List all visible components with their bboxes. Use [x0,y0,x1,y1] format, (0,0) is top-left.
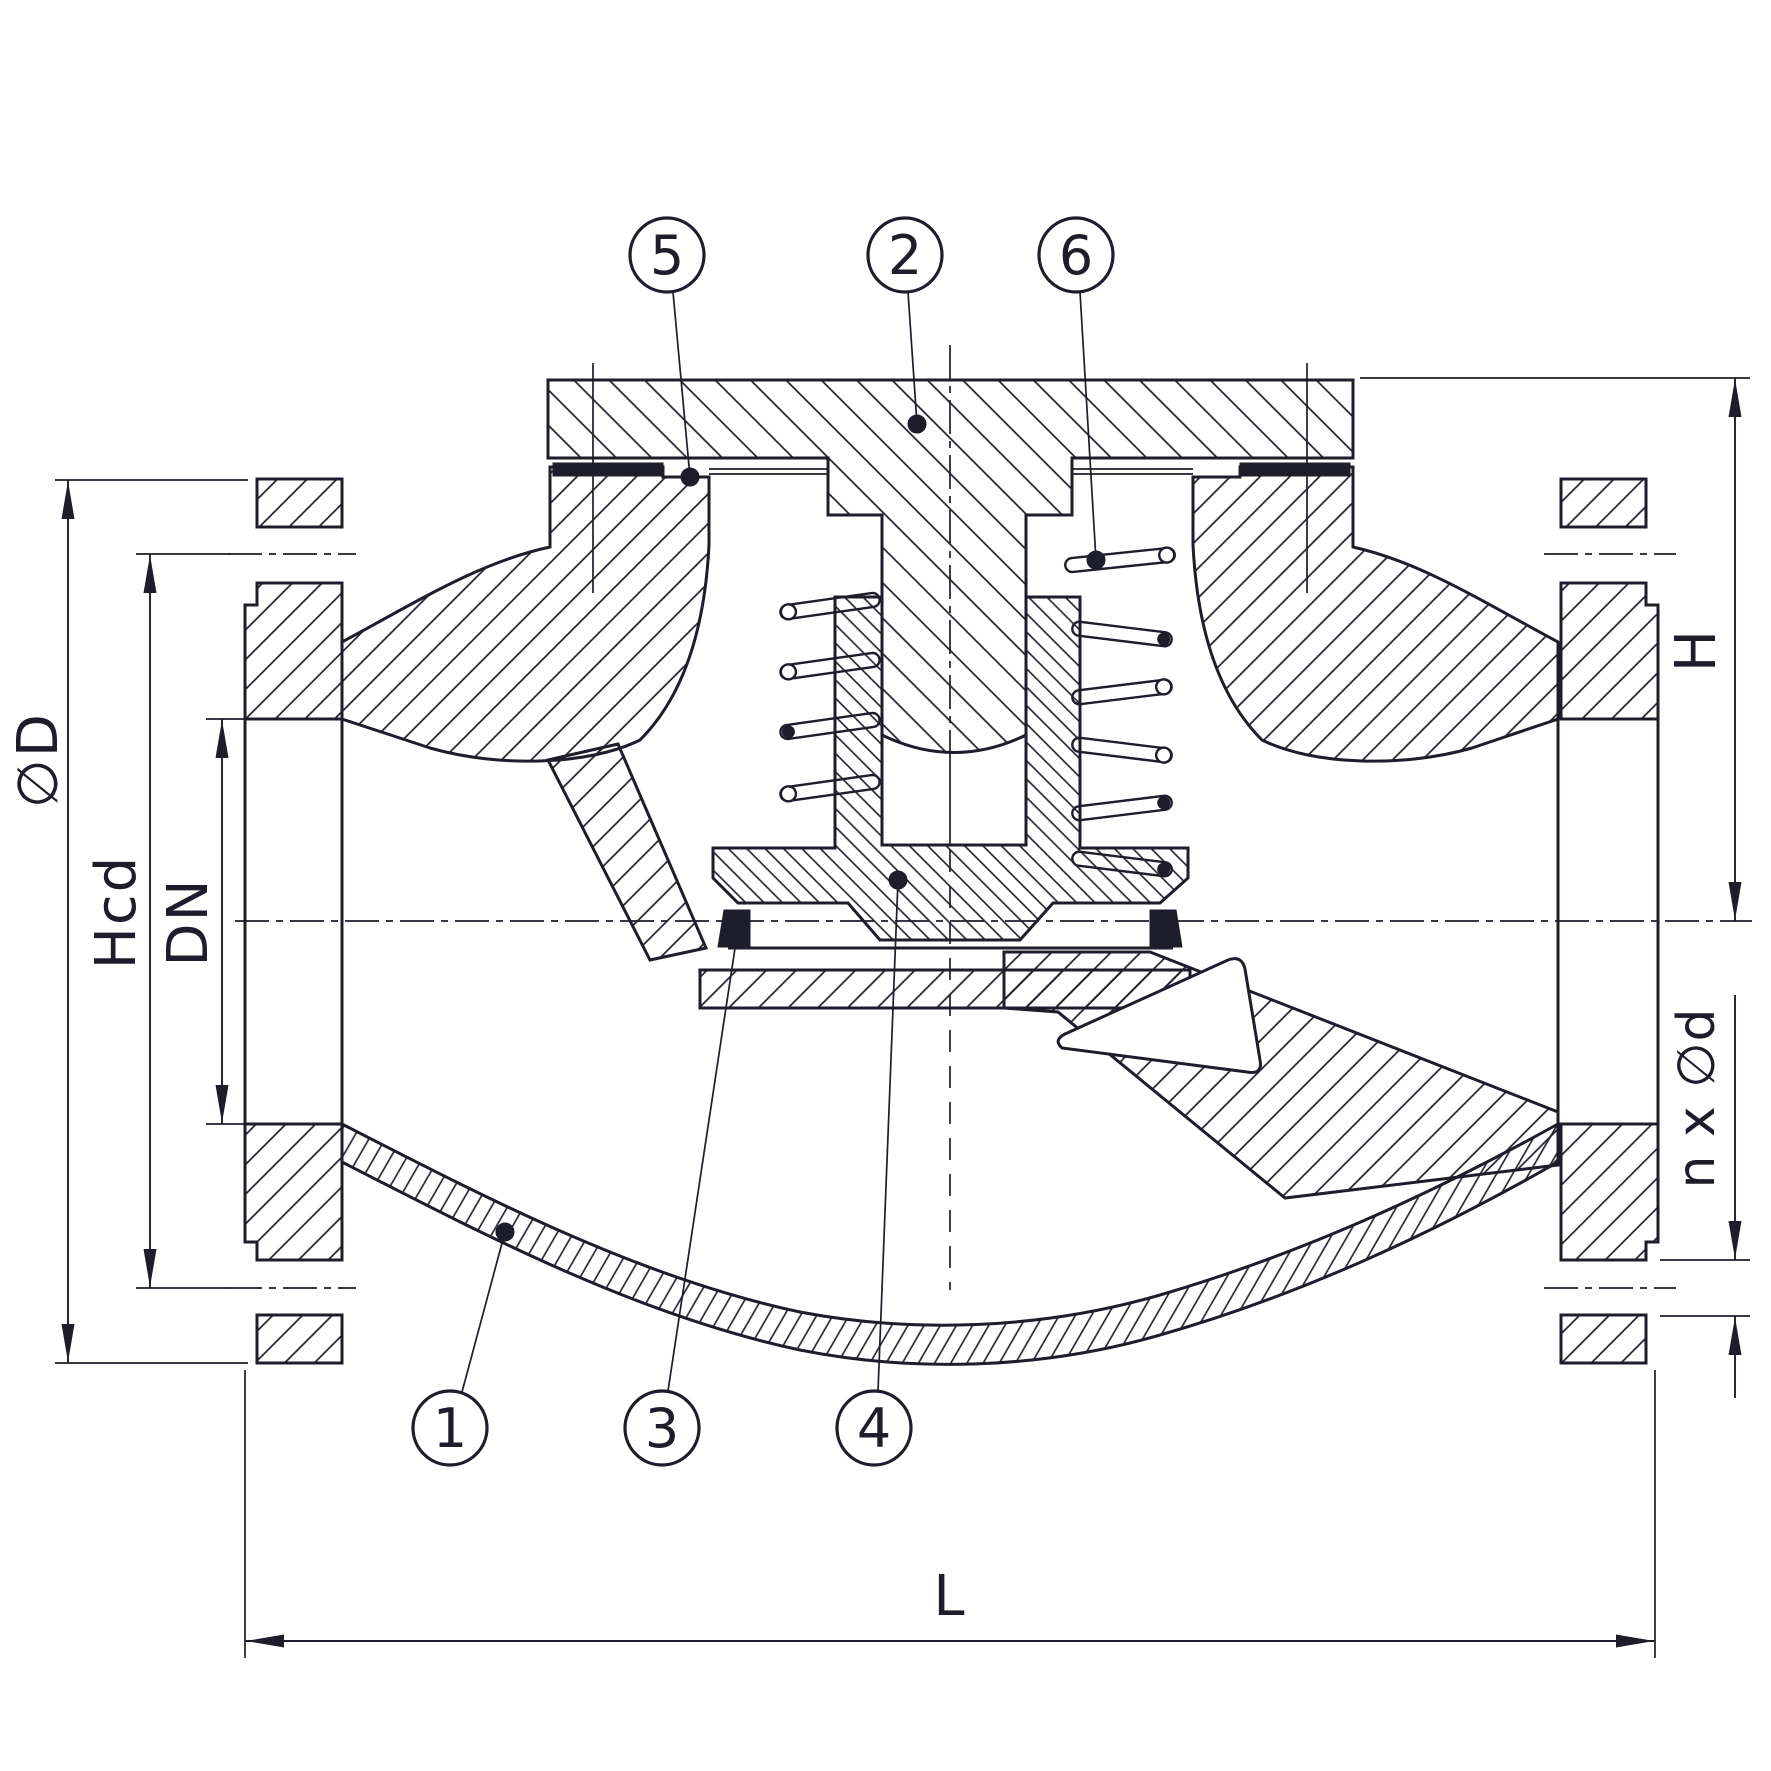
balloon-4: 4 [835,870,913,1467]
dim-label-bolt-circle: Hcd [84,855,149,969]
dim-label-face-to-face: L [933,1564,966,1629]
balloon-1: 1 [411,1222,515,1467]
dimension-flange-diameter: ∅D [6,479,248,1364]
right-flange-top-block [1559,477,1648,529]
centerlines [228,345,1752,1290]
dim-label-nominal-bore: DN [156,877,221,966]
dimension-face-to-face: L [244,1370,1656,1658]
left-flange-bottom-block [255,1313,344,1365]
balloon-6: 6 [1037,216,1115,570]
right-flange-mid-block [1559,581,1660,721]
balloon-2-number: 2 [888,224,922,287]
balloon-2: 2 [866,216,944,434]
valve-body [243,465,1660,1366]
left-flange-mid-block [243,581,344,721]
balloon-1-number: 1 [433,1397,467,1460]
dimension-bolt-holes: n x ∅d [1660,995,1750,1398]
valve-disc [711,595,1190,942]
balloon-5: 5 [628,216,706,487]
balloon-6-number: 6 [1059,224,1093,287]
dimension-height: H [1360,377,1750,921]
left-flange-top-block [255,477,344,529]
body-upper-right-wall [1191,465,1560,763]
balloon-3: 3 [623,925,747,1467]
rib-core-hole [1056,957,1262,1074]
dim-label-flange-diameter: ∅D [6,712,71,808]
right-flange-bottom-block [1559,1313,1648,1365]
body-rib [1002,950,1560,1200]
balloon-5-number: 5 [650,224,684,287]
dimension-bolt-circle: Hcd [84,553,230,1289]
dim-label-bolt-holes: n x ∅d [1667,1007,1727,1188]
body-bottom-wall [340,1121,1560,1366]
seat-seal-right [1149,909,1183,948]
left-flange-low-block [243,1122,344,1262]
body-upper-left-wall [340,465,711,763]
cover-gasket [552,462,1351,477]
right-flange-low-block [1559,1122,1660,1262]
balloon-3-number: 3 [645,1397,679,1460]
dim-label-height: H [1664,628,1729,672]
balloon-4-number: 4 [857,1397,891,1460]
seat-support-left [545,742,709,962]
dimension-nominal-bore: DN [156,718,248,1125]
